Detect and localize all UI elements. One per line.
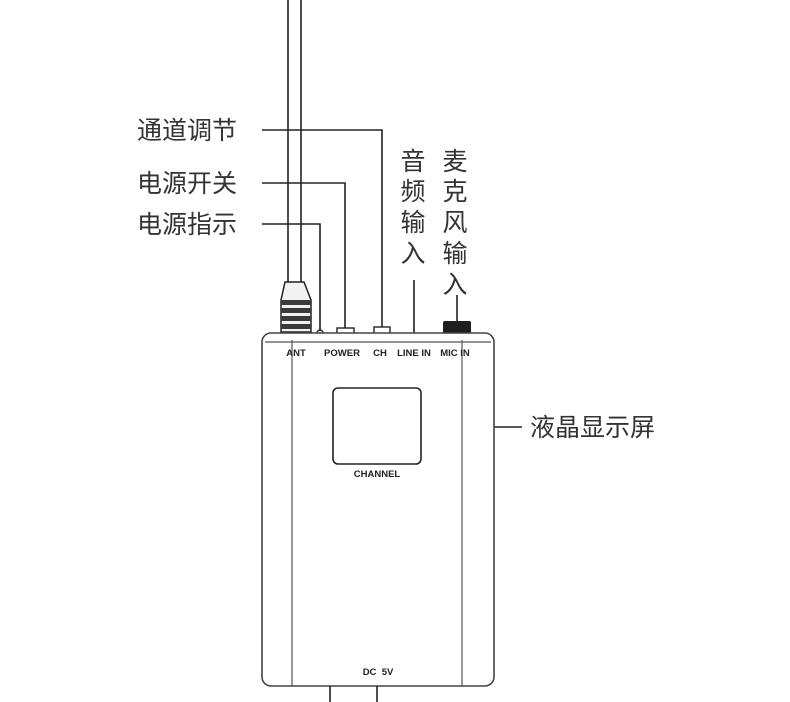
port-label-ant: ANT — [286, 348, 306, 359]
callout-mic-input-char: 克 — [442, 177, 467, 206]
port-label-mic-in: MIC IN — [440, 348, 470, 359]
callout-power-indicator: 电源指示 — [137, 210, 237, 239]
port-label-line-in: LINE IN — [397, 348, 431, 359]
leader-lines — [262, 129, 522, 428]
callout-lcd-screen: 液晶显示屏 — [530, 413, 655, 442]
callout-mic-input-char: 麦 — [442, 147, 467, 176]
callout-mic-input: 麦 克 风 输 入 — [442, 147, 467, 299]
callout-channel-adjust: 通道调节 — [137, 116, 237, 145]
callout-audio-input: 音 频 输 入 — [400, 147, 425, 268]
lcd-screen: CHANNEL — [332, 387, 422, 480]
callout-power-switch: 电源开关 — [137, 169, 237, 198]
bottom-label: DC 5V — [363, 667, 394, 678]
device-body — [261, 332, 495, 687]
antenna — [287, 0, 302, 282]
screen-label: CHANNEL — [354, 469, 401, 480]
callout-mic-input-char: 入 — [442, 270, 467, 299]
port-label-ch: CH — [373, 348, 387, 359]
callout-mic-input-char: 输 — [442, 239, 467, 268]
callout-audio-input-char: 入 — [400, 239, 425, 268]
power-input: DC 5V — [329, 667, 394, 702]
port-labels: ANT POWER CH LINE IN MIC IN — [286, 348, 470, 359]
port-label-power: POWER — [324, 348, 360, 359]
callout-audio-input-char: 音 — [400, 147, 425, 176]
callout-audio-input-char: 频 — [400, 177, 425, 206]
callout-audio-input-char: 输 — [400, 208, 425, 237]
mic-in-jack — [443, 321, 471, 335]
antenna-connector — [280, 281, 312, 333]
callout-mic-input-char: 风 — [442, 208, 467, 237]
